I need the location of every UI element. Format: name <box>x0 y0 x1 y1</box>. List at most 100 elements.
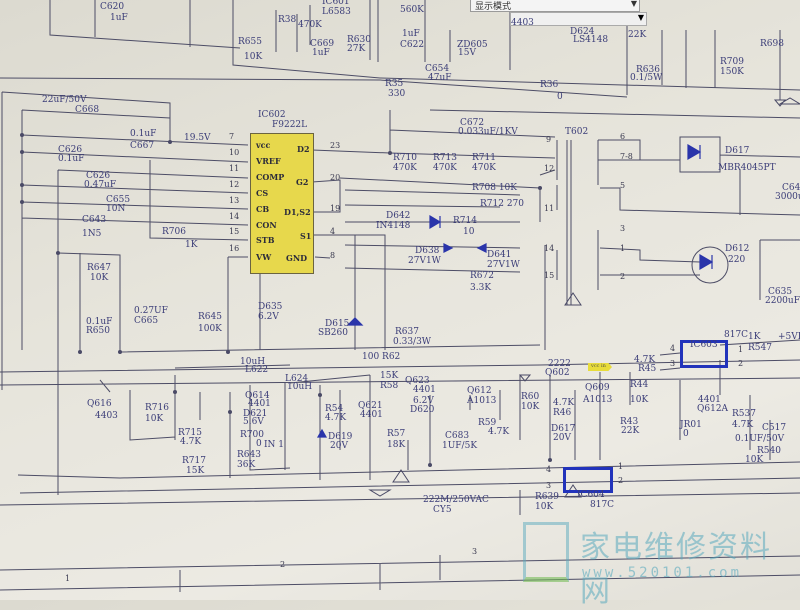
label-r672v: 3.3K <box>470 283 492 293</box>
label-t14: 14 <box>544 244 555 253</box>
ic602-pin-numbers-left-0: 7 <box>229 132 235 141</box>
label-c672: C672 <box>460 118 485 128</box>
chevron-down-icon: ▼ <box>630 0 637 8</box>
label-r57v: 18K <box>387 440 406 450</box>
label-r710v: 470K <box>393 163 417 173</box>
label-ic601: IC601 <box>322 0 350 7</box>
label-c620: C620 <box>100 2 125 12</box>
label-r43v: 22K <box>621 426 640 436</box>
label-c665: C665 <box>134 316 159 326</box>
label-c635v: 2200uF <box>765 296 800 306</box>
label-r714: R714 <box>453 216 477 226</box>
ic602-pins-right-0: D2 <box>297 144 310 154</box>
label-c517: C517 <box>762 423 787 433</box>
label-t11: 11 <box>544 204 555 213</box>
label-r46v: 4.7K <box>553 398 575 408</box>
label-r700v: 0 <box>256 439 262 449</box>
label-r59v: 4.7K <box>488 427 510 437</box>
label-r716: R716 <box>145 403 169 413</box>
label-c622: C622 <box>400 40 425 50</box>
label-ic604v: 817C <box>590 500 615 510</box>
label-q623v: 4401 <box>413 385 436 395</box>
ic602-pin-numbers-left-2: 11 <box>229 164 240 173</box>
label-c643bv: 3000uF <box>775 192 800 202</box>
label-v195: 19.5V <box>184 133 211 143</box>
label-r58: R58 <box>380 381 399 391</box>
label-r643v: 36K <box>237 460 256 470</box>
label-c655v: 10N <box>106 204 126 214</box>
label-r36v: 0 <box>557 92 563 102</box>
label-r36: R36 <box>540 80 559 90</box>
vcc-in-tag: vcc in <box>588 363 612 371</box>
label-r717v: 15K <box>186 466 205 476</box>
label-ic603v: 817C <box>724 330 749 340</box>
label-c517v: 0.1UF/50V <box>735 434 785 444</box>
label-c643av: 1N5 <box>82 229 102 239</box>
label-r537: R537 <box>732 409 756 419</box>
label-q623: Q623 <box>405 376 430 386</box>
label-r630v: 27K <box>347 44 366 54</box>
ic602-pins-right-3: S1 <box>300 231 312 241</box>
label-d619: D619 <box>328 432 353 442</box>
label-r58v: 15K <box>380 371 399 381</box>
label-p603_2: 2 <box>738 359 744 368</box>
label-d615v: SB260 <box>318 328 348 338</box>
label-in1: IN 1 <box>264 440 285 450</box>
label-c683v: 1UF/5K <box>442 441 478 451</box>
label-d638: D638 <box>415 246 440 256</box>
secondary-dropdown[interactable]: ▼ <box>510 12 647 26</box>
label-r630: R630 <box>347 35 371 45</box>
label-c626a: C626 <box>58 145 83 155</box>
label-t5: 5 <box>620 181 626 190</box>
label-r713: R713 <box>433 153 457 163</box>
label-t1: 1 <box>620 244 626 253</box>
label-r45: R45 <box>638 364 657 374</box>
ic602-pin-numbers-left-3: 12 <box>229 180 240 189</box>
label-f1: 1 <box>65 574 71 583</box>
label-p604_1: 1 <box>618 462 624 471</box>
label-q609v: A1013 <box>583 395 613 405</box>
label-zd605v: 15V <box>458 48 476 58</box>
label-r647v: 10K <box>90 273 109 283</box>
label-r54v: 4.7K <box>325 413 347 423</box>
ic602-pin-numbers-right-4: 8 <box>330 251 336 260</box>
label-c683: C683 <box>445 431 470 441</box>
ic602-pins-left-7: VW <box>256 252 272 262</box>
label-cy5v: 222M/250VAC <box>423 495 489 505</box>
label-t15: 15 <box>544 271 555 280</box>
label-r650v: 0.1uF <box>86 317 113 327</box>
label-c669v: 1uF <box>312 48 330 58</box>
label-r22k: 22K <box>628 30 647 40</box>
label-q616v: 4403 <box>95 411 118 421</box>
label-r714v: 10 <box>463 227 475 237</box>
label-r57: R57 <box>387 429 406 439</box>
label-t602: T602 <box>565 127 589 137</box>
label-ic604: IC604 <box>577 490 605 500</box>
label-d617a: D617 <box>725 146 750 156</box>
label-r35v: 330 <box>388 89 406 99</box>
label-r636: R636 <box>636 65 660 75</box>
label-c667v: 0.1uF <box>130 129 157 139</box>
ic602-pin-numbers-right-1: 20 <box>330 173 341 182</box>
ic602-pins-left-0: vcc <box>256 140 271 150</box>
label-r711v: 470K <box>472 163 496 173</box>
label-r650: R650 <box>86 326 110 336</box>
ic602-ref: IC602 <box>258 110 286 120</box>
label-r645: R645 <box>198 312 222 322</box>
label-d642: D642 <box>386 211 411 221</box>
label-d619v: 20V <box>330 441 348 451</box>
label-r46: R46 <box>553 408 572 418</box>
label-d621v: 5.6V <box>243 417 264 427</box>
label-ic601v: L6583 <box>322 7 351 17</box>
label-r540v: 10K <box>745 455 764 465</box>
label-c635: C635 <box>768 287 793 297</box>
display-mode-dropdown[interactable]: 显示模式▼ <box>470 0 640 12</box>
label-q612v: A1013 <box>467 396 497 406</box>
label-d617bv: 20V <box>553 433 571 443</box>
label-r711: R711 <box>472 153 496 163</box>
ic602-pins-left-6: STB <box>256 235 275 245</box>
label-r713v: 470K <box>433 163 457 173</box>
label-c669: C669 <box>310 39 335 49</box>
label-t3: 3 <box>620 224 626 233</box>
label-p604_3: 3 <box>546 481 552 490</box>
